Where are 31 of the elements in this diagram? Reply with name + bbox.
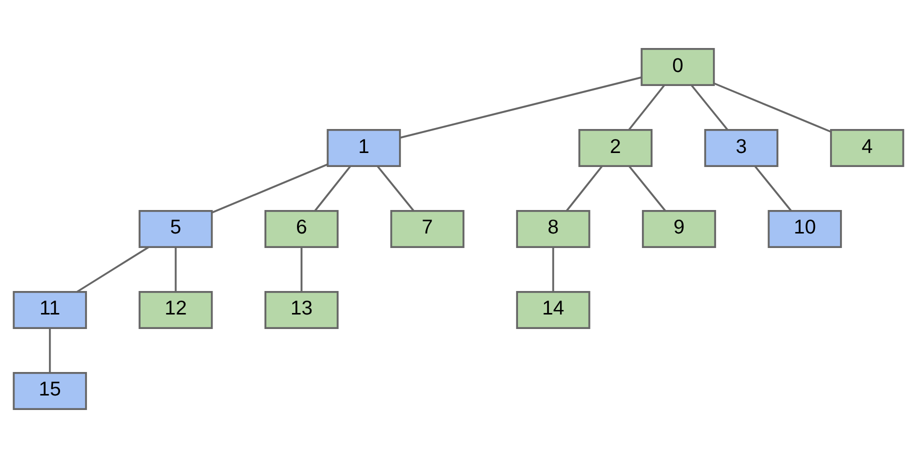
connector — [714, 82, 832, 133]
connector — [566, 166, 603, 212]
node-box: 2 — [578, 129, 653, 168]
node-box: 1 — [326, 129, 401, 168]
connector — [48, 328, 51, 373]
connector — [754, 166, 792, 212]
node-box: 15 — [12, 372, 87, 410]
node-box: 5 — [138, 210, 213, 248]
node-box: 8 — [516, 210, 590, 248]
connector — [628, 166, 666, 212]
connector — [690, 84, 728, 130]
connector — [314, 166, 352, 212]
node-box: 13 — [264, 290, 339, 329]
node-box: 11 — [12, 290, 87, 329]
node-box: 6 — [264, 210, 339, 248]
node-box: 10 — [768, 210, 842, 248]
node-box: 3 — [704, 129, 778, 168]
node-box: 7 — [390, 210, 464, 248]
node-box: 9 — [642, 210, 716, 248]
connector — [400, 76, 642, 139]
connector — [376, 166, 414, 212]
node-box: 12 — [138, 290, 213, 329]
connector — [212, 164, 328, 214]
connector — [174, 247, 177, 292]
connector — [76, 246, 149, 293]
node-box: 14 — [516, 290, 590, 329]
node-box: 0 — [640, 48, 715, 86]
connector — [300, 247, 302, 292]
connector — [552, 247, 554, 292]
node-box: 4 — [830, 129, 904, 168]
connector — [628, 84, 665, 130]
